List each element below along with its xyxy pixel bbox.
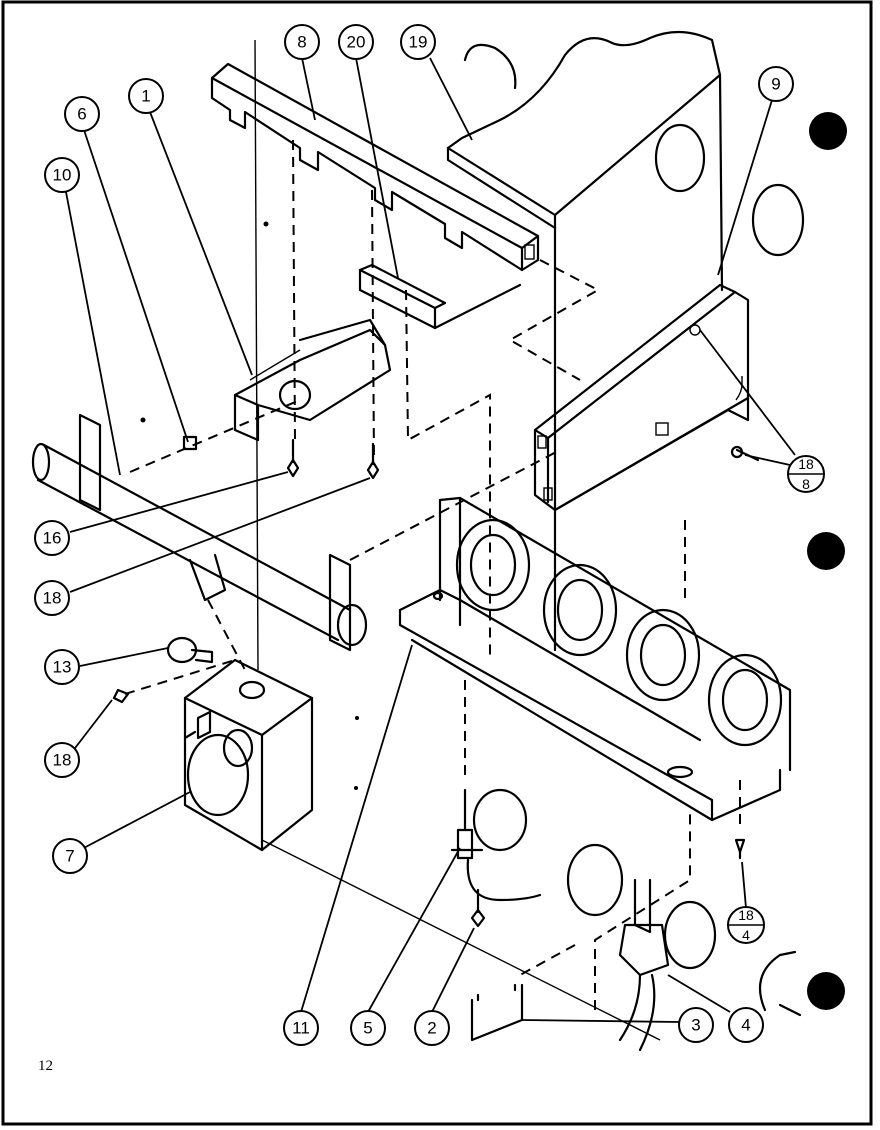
heat-exchanger-cover [446,30,805,652]
rear-panel-edge [254,39,259,671]
callout-label: 8 [297,33,306,52]
callout-10: 10 [44,157,80,193]
callout-6: 6 [64,96,100,132]
callout-8: 8 [284,24,320,60]
callout-11: 11 [283,1010,319,1046]
burner-rack [398,496,792,822]
callout-16: 16 [34,520,70,556]
leader-line [69,477,371,593]
binder-hole-top [809,112,847,150]
alignment-line [124,659,236,695]
callout-18-upper: 18 [34,580,70,616]
page-number: 12 [38,1058,53,1074]
panel-dot [354,786,358,790]
callout-label: 4 [741,1016,750,1035]
callout-label: 5 [363,1019,372,1038]
alignment-line [371,189,375,461]
leader-line [431,927,475,1013]
callout-label: 7 [65,847,74,866]
callout-label-top: 18 [798,456,814,472]
callout-label: 19 [409,33,428,52]
callout-label: 18 [43,589,62,608]
gas-manifold [31,413,368,652]
gas-valve [183,658,661,1041]
callout-2: 2 [414,1010,450,1046]
binder-hole-bottom [807,972,845,1010]
burner [233,318,392,442]
split-callout-18-8: 18 8 [787,455,825,493]
panel-dot [355,716,359,720]
burner-shield [358,263,522,330]
leader-line [71,699,113,753]
callout-13: 13 [44,649,80,685]
leader-line [301,57,316,121]
leader-line [69,471,289,533]
leader-line [667,974,731,1013]
screw-18-upper [366,442,380,480]
callout-label: 13 [53,658,72,677]
callout-9: 9 [758,66,794,102]
alignment-line [349,449,561,561]
callout-label: 1 [141,87,150,106]
alignment-line [405,289,491,660]
leader-line [149,111,253,376]
screw-6 [182,435,198,451]
callout-label: 2 [427,1019,436,1038]
callout-label-top: 18 [738,907,754,923]
leader-line [79,791,191,851]
callout-label: 9 [771,75,780,94]
leader-line [744,454,791,466]
callout-3: 3 [678,1007,714,1043]
callout-1: 1 [128,78,164,114]
burner-bracket [210,62,540,272]
callout-label-bottom: 8 [802,476,810,492]
alignment-line [292,139,296,441]
leader-line [699,329,796,456]
alignment-line [207,599,246,671]
leader-line [429,57,473,141]
panel-dot [140,417,146,423]
leader-line [741,861,747,909]
callout-7: 7 [52,838,88,874]
callout-5: 5 [350,1010,386,1046]
leader-line [79,647,169,667]
leader-line [300,644,413,1013]
callout-20: 20 [338,24,374,60]
callout-4: 4 [728,1007,764,1043]
alignment-line [129,399,301,473]
alignment-line [594,810,691,1010]
callout-label-bottom: 4 [742,927,750,943]
screw-16 [286,438,300,478]
leader-line [717,99,773,276]
leader-line [355,57,399,279]
callout-label: 16 [43,529,62,548]
split-callout-18-4: 18 4 [727,906,765,944]
control-box-cover [533,283,750,512]
leader-line [521,1019,681,1023]
callout-label: 6 [77,105,86,124]
leader-line [367,847,461,1013]
screw-18-right [730,445,760,462]
screw-18-bottom [734,838,746,860]
callout-label: 3 [691,1016,700,1035]
pipe-clamp [166,636,214,664]
callout-label: 18 [53,751,72,770]
leader-line [83,129,189,443]
panel-dot [263,221,269,227]
leader-line [65,191,121,476]
callout-18-lower: 18 [44,742,80,778]
callout-19: 19 [400,24,436,60]
callout-label: 11 [292,1019,310,1038]
alignment-line [507,259,601,381]
igniter-bracket [470,983,524,1042]
hot-surface-igniter [566,843,802,1052]
callout-label: 10 [53,166,72,185]
alignment-line [519,944,576,976]
callout-label: 20 [347,33,366,52]
flame-sensor [450,788,542,902]
binder-hole-middle [807,532,845,570]
screw-18-lower [112,688,130,704]
